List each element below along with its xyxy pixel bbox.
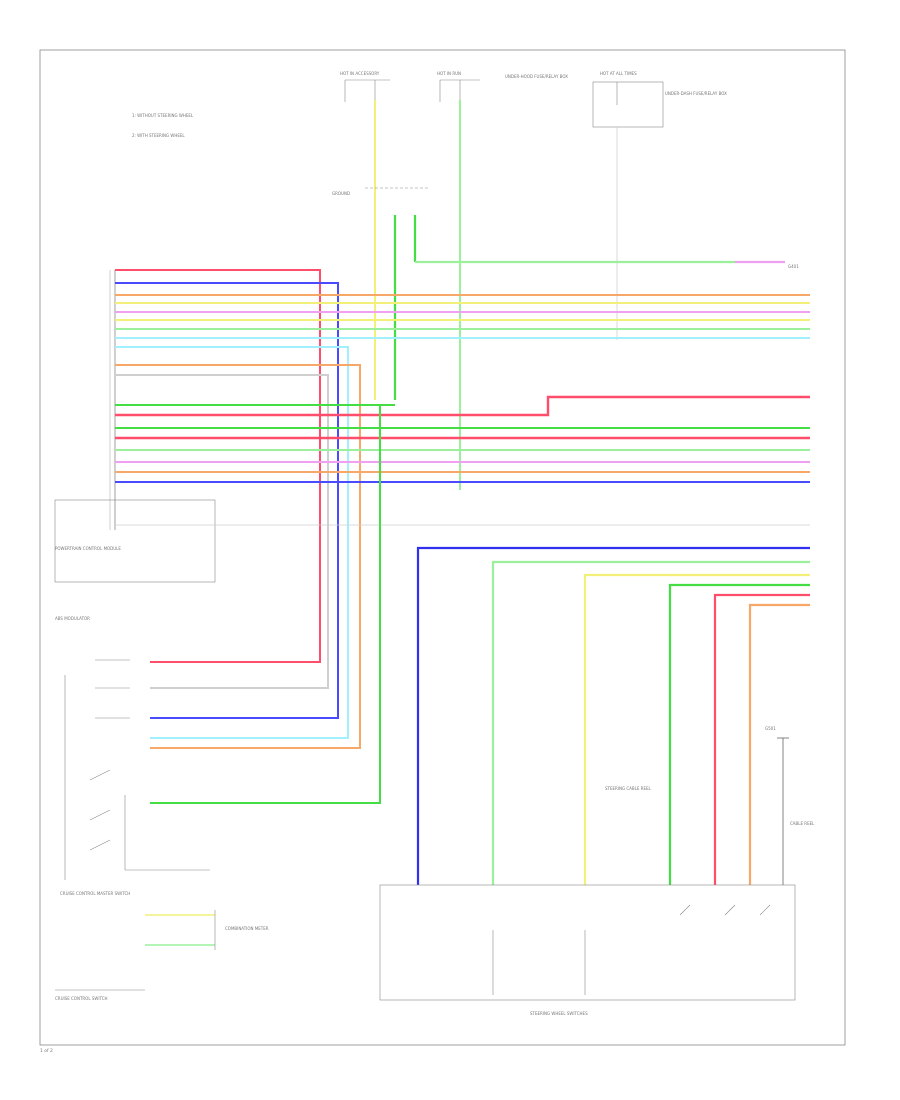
legend-line-2: 2: WITH STEERING WHEEL xyxy=(132,133,185,138)
ground-symbol xyxy=(777,737,789,885)
label-cruise-switch: CRUISE CONTROL MASTER SWITCH xyxy=(60,891,130,896)
green-return-wire xyxy=(150,405,381,804)
label-ground-bottom-right: G501 xyxy=(765,726,776,731)
top-fuse-sources xyxy=(344,79,664,128)
steering-switch-box xyxy=(379,884,796,1001)
lower-left-wires xyxy=(145,910,216,950)
label-junction: GROUND xyxy=(332,191,350,196)
label-left-module: POWERTRAIN CONTROL MODULE xyxy=(55,546,121,551)
cruise-switch-block xyxy=(64,659,210,880)
left-connector-block xyxy=(54,270,216,583)
label-bottom-caption: CRUISE CONTROL SWITCH xyxy=(55,996,108,1001)
label-top-fuse-left: HOT IN ACCESSORY xyxy=(340,71,380,76)
label-left-module-2: ABS MODULATOR xyxy=(55,616,90,621)
green-bus-top xyxy=(393,215,785,400)
horizontal-bus-wires xyxy=(115,269,810,749)
label-top-box-mid: UNDER-HOOD FUSE/RELAY BOX xyxy=(505,74,568,79)
page-footer: 1 of 2 xyxy=(40,1048,53,1054)
right-bus-wires xyxy=(416,546,810,885)
legend-line-1: 1: WITHOUT STEERING WHEEL xyxy=(132,113,194,118)
label-steering-switch-box: STEERING WHEEL SWITCHES xyxy=(530,1011,588,1016)
label-top-box-right: UNDER-DASH FUSE/RELAY BOX xyxy=(665,91,727,96)
label-left-bottom-module: COMBINATION METER xyxy=(225,926,269,931)
label-ground-top-right: G401 xyxy=(788,264,799,269)
label-top-right-fuse: HOT AT ALL TIMES xyxy=(600,71,637,76)
label-mid-connector: STEERING CABLE REEL xyxy=(605,786,651,791)
label-right-connector: CABLE REEL xyxy=(790,821,815,826)
diagram-frame xyxy=(39,49,846,1046)
label-top-fuse-mid: HOT IN RUN xyxy=(437,71,461,76)
